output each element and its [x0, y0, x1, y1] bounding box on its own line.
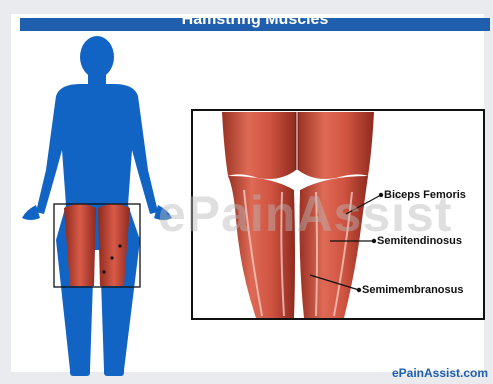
label-semitendinosus: Semitendinosus	[377, 235, 462, 247]
semimembranosus-marker	[357, 288, 361, 292]
label-biceps-femoris: Biceps Femoris	[384, 189, 466, 201]
body-silhouette	[22, 36, 172, 376]
label-semimembranosus: Semimembranosus	[362, 284, 463, 296]
brand-text: ePainAssist.com	[392, 366, 488, 380]
